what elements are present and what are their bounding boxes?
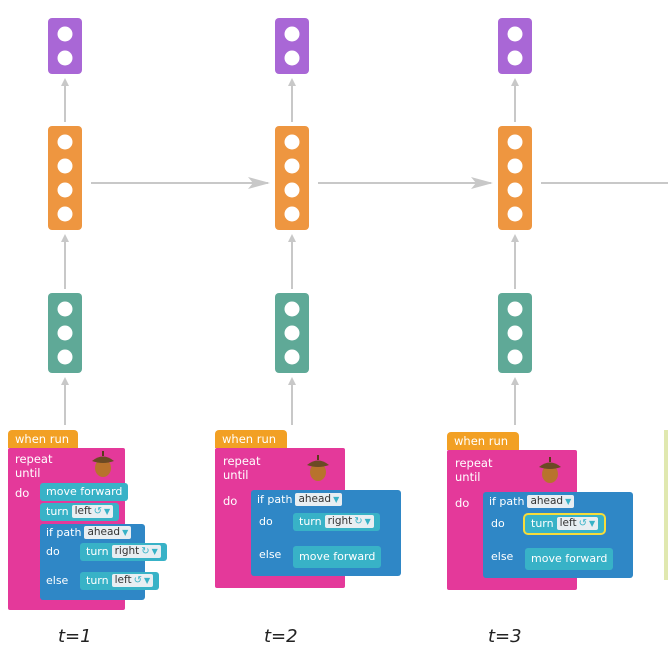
do-label: do bbox=[455, 496, 470, 510]
dropdown-arrow-icon: ▼ bbox=[122, 528, 129, 537]
move-forward-block: move forward bbox=[525, 548, 614, 570]
input-layer-unit bbox=[284, 325, 300, 341]
repeat-until-label: repeat until bbox=[223, 454, 261, 482]
hidden-layer bbox=[48, 126, 82, 230]
hidden-layer-unit bbox=[507, 134, 523, 150]
hidden-layer-unit bbox=[284, 134, 300, 150]
next-program-edge bbox=[664, 430, 668, 580]
output-layer-unit bbox=[284, 26, 300, 42]
input-layer-unit bbox=[57, 325, 73, 341]
turn-label: turn bbox=[46, 505, 69, 518]
output-layer bbox=[275, 18, 309, 74]
output-layer-unit bbox=[507, 26, 523, 42]
hidden-layer-unit bbox=[284, 206, 300, 222]
direction-dropdown: left↺▼ bbox=[111, 574, 154, 587]
hidden-layer-unit bbox=[57, 182, 73, 198]
direction-dropdown: left↺▼ bbox=[71, 505, 114, 518]
dropdown-arrow-icon: ▼ bbox=[104, 507, 111, 516]
output-layer-unit bbox=[507, 50, 523, 66]
output-layer-unit bbox=[57, 26, 73, 42]
input-layer-unit bbox=[507, 349, 523, 365]
time-label-3: t=3 bbox=[488, 626, 522, 647]
rotate-left-icon: ↺ bbox=[578, 518, 587, 529]
direction-dropdown: right↻▼ bbox=[111, 545, 161, 558]
when-run-block: when run bbox=[447, 432, 519, 450]
hidden-layer-unit bbox=[284, 182, 300, 198]
hidden-layer-unit bbox=[284, 158, 300, 174]
output-layer bbox=[48, 18, 82, 74]
hidden-layer-unit bbox=[57, 134, 73, 150]
do-label: do bbox=[15, 486, 30, 500]
rotate-left-icon: ↺ bbox=[133, 575, 142, 586]
when-run-block: when run bbox=[215, 430, 287, 448]
rotate-left-icon: ↺ bbox=[93, 506, 102, 517]
layer-group bbox=[48, 18, 668, 425]
acorn-icon bbox=[92, 451, 114, 477]
output-layer-unit bbox=[284, 50, 300, 66]
dropdown-arrow-icon: ▼ bbox=[589, 519, 596, 528]
repeat-until-label: repeat until bbox=[15, 452, 53, 480]
else-label: else bbox=[46, 574, 69, 587]
dropdown-arrow-icon: ▼ bbox=[364, 517, 371, 526]
dropdown-arrow-icon: ▼ bbox=[565, 497, 572, 506]
output-layer bbox=[498, 18, 532, 74]
input-layer-unit bbox=[284, 349, 300, 365]
do-label: do bbox=[491, 517, 505, 530]
move-forward-block: move forward bbox=[293, 546, 382, 568]
path-dropdown: ahead▼ bbox=[295, 493, 343, 506]
dropdown-arrow-icon: ▼ bbox=[151, 547, 158, 556]
do-label: do bbox=[259, 515, 273, 528]
direction-dropdown: right↻▼ bbox=[324, 515, 374, 528]
path-dropdown: ahead▼ bbox=[527, 495, 575, 508]
time-label-1: t=1 bbox=[58, 626, 92, 647]
else-label: else bbox=[259, 548, 282, 561]
acorn-icon bbox=[307, 455, 329, 481]
hidden-layer-unit bbox=[507, 158, 523, 174]
dropdown-arrow-icon: ▼ bbox=[144, 576, 151, 585]
rotate-right-icon: ↻ bbox=[354, 516, 363, 527]
direction-dropdown: left↺▼ bbox=[556, 517, 599, 530]
input-layer-unit bbox=[57, 349, 73, 365]
input-layer-unit bbox=[284, 301, 300, 317]
input-layer-unit bbox=[507, 325, 523, 341]
hidden-layer bbox=[498, 126, 532, 230]
input-layer-unit bbox=[507, 301, 523, 317]
if-path-label: if path bbox=[46, 526, 82, 539]
hidden-layer-unit bbox=[57, 206, 73, 222]
hidden-layer-unit bbox=[57, 158, 73, 174]
output-layer-unit bbox=[57, 50, 73, 66]
do-label: do bbox=[223, 494, 238, 508]
repeat-until-label: repeat until bbox=[455, 456, 493, 484]
time-label-2: t=2 bbox=[264, 626, 298, 647]
acorn-icon bbox=[539, 457, 561, 483]
hidden-layer-unit bbox=[507, 206, 523, 222]
dropdown-arrow-icon: ▼ bbox=[333, 495, 340, 504]
rotate-right-icon: ↻ bbox=[141, 546, 150, 557]
do-label: do bbox=[46, 545, 60, 558]
hidden-layer-unit bbox=[507, 182, 523, 198]
hidden-layer bbox=[275, 126, 309, 230]
when-run-block: when run bbox=[8, 430, 78, 448]
else-label: else bbox=[491, 550, 514, 563]
path-dropdown: ahead▼ bbox=[84, 526, 132, 539]
move-forward-block: move forward bbox=[40, 483, 129, 501]
input-layer-unit bbox=[57, 301, 73, 317]
